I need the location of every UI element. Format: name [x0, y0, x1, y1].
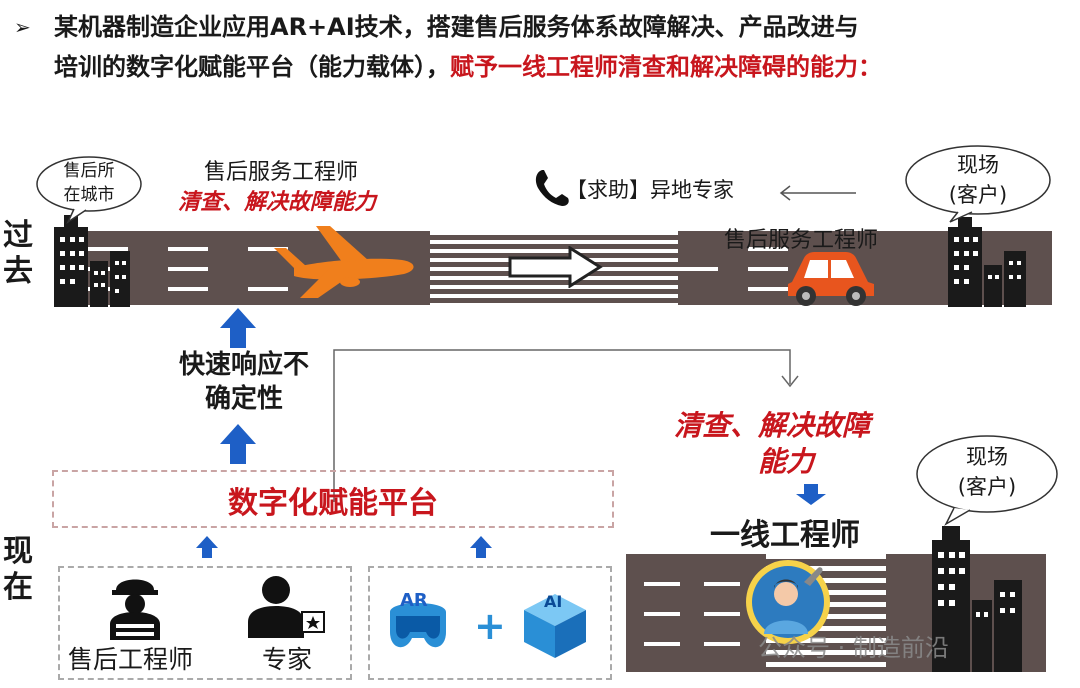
header-line-2: 培训的数字化赋能平台（能力载体），赋予一线工程师清查和解决障碍的能力：: [54, 48, 882, 86]
era-present-char-1: 现: [3, 534, 33, 569]
site-speech-bubble-present: [916, 435, 1058, 526]
past-engineer-ability: 清查、解决故障能力: [178, 190, 377, 215]
past-engineer-title: 售后服务工程师: [204, 160, 359, 185]
down-arrow-icon: [796, 484, 826, 505]
roles-box: [58, 566, 352, 680]
site-bubble-past-line-2: (客户): [948, 183, 1008, 207]
tech-box: [368, 566, 612, 680]
site-bubble-present-line-1: 现场: [966, 445, 1008, 469]
hardhat-engineer-icon: [110, 579, 160, 640]
response-line-2: 确定性: [204, 384, 283, 414]
up-arrow-icon-4: [470, 536, 492, 558]
era-present-char-2: 在: [3, 570, 33, 605]
present-ability-line-1: 清查、解决故障: [674, 409, 871, 442]
site-bubble-present-line-2: (客户): [957, 475, 1017, 499]
expert-role-label: 专家: [262, 645, 313, 674]
ar-glasses-icon: [390, 603, 446, 648]
era-present-label: 现 在: [0, 534, 36, 606]
response-line-1: 快速响应不: [178, 350, 309, 380]
era-past-char-1: 过: [3, 218, 33, 253]
engineer-role-label: 售后工程师: [68, 645, 194, 674]
site-bubble-present-text: 现场 (客户): [928, 442, 1046, 502]
airplane-icon: [274, 226, 414, 298]
ai-chip-icon: [524, 594, 586, 658]
up-arrow-icon-3: [196, 536, 218, 558]
site-speech-bubble-past: [905, 145, 1051, 223]
thin-left-arrow-icon: [779, 185, 856, 201]
era-past-label: 过 去: [0, 218, 36, 290]
present-city-buildings-icon: [932, 526, 1022, 672]
platform-label: 数字化赋能平台: [228, 486, 438, 521]
present-ability-line-2: 能力: [758, 445, 815, 478]
bullet-icon: ➢: [14, 15, 31, 39]
up-arrow-icon-2: [220, 424, 256, 464]
header-line-2-red: 赋予一线工程师清查和解决障碍的能力：: [450, 53, 882, 81]
header-line-2-black: 培训的数字化赋能平台（能力载体），: [54, 53, 450, 81]
help-text: 【求助】异地专家: [566, 178, 734, 202]
frontline-engineer-avatar-icon: [746, 560, 830, 644]
ar-label: AR: [400, 590, 428, 611]
header-line-1: 某机器制造企业应用AR+AI技术，搭建售后服务体系故障解决、产品改进与: [54, 13, 859, 41]
car-icon: [788, 252, 874, 306]
car-engineer-label: 售后服务工程师: [724, 228, 879, 253]
frontline-engineer-label: 一线工程师: [710, 518, 860, 553]
up-arrow-icon-1: [220, 308, 256, 348]
connector-line: [333, 349, 799, 502]
plus-sign: +: [474, 604, 506, 648]
response-uncertainty: 快速响应不 确定性: [174, 348, 314, 416]
site-bubble-past-text: 现场 (客户): [918, 150, 1038, 210]
right-city-buildings-icon: [948, 217, 1026, 307]
city-bubble-line-1: 售后所: [63, 161, 115, 181]
phone-icon: [535, 170, 569, 206]
era-past-char-2: 去: [3, 254, 33, 289]
expert-icon: [248, 576, 325, 638]
city-bubble-line-2: 在城市: [63, 185, 115, 205]
city-speech-bubble: [36, 156, 142, 224]
site-bubble-past-line-1: 现场: [957, 153, 999, 177]
city-bubble-text: 售后所 在城市: [44, 159, 134, 207]
watermark: 公众号 · 制造前沿: [758, 634, 949, 662]
platform-box: [52, 470, 614, 528]
left-city-buildings-icon: [54, 215, 130, 307]
hollow-right-arrow-icon: [508, 246, 603, 288]
ai-label: AI: [544, 592, 563, 611]
